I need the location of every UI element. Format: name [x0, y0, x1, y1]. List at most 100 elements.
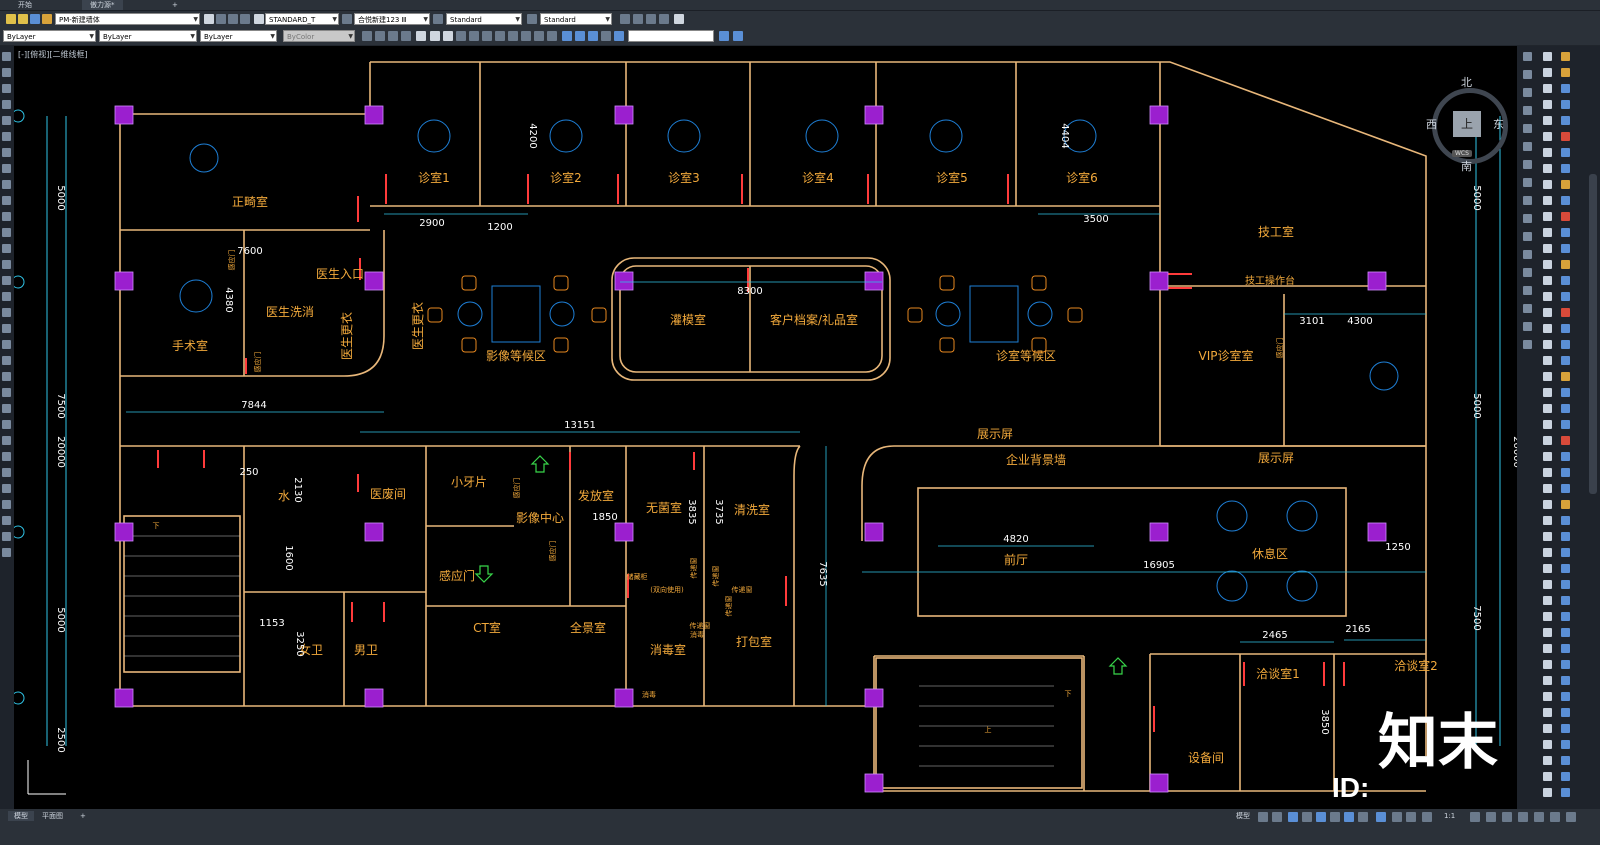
grid-icon[interactable] — [1258, 812, 1268, 822]
tool-icon[interactable] — [614, 31, 624, 41]
tool-icon[interactable] — [1561, 244, 1570, 253]
line-icon[interactable] — [2, 52, 11, 61]
text-icon[interactable] — [430, 31, 440, 41]
chamfer-icon[interactable] — [2, 484, 11, 493]
stretch-icon[interactable] — [2, 404, 11, 413]
tool-icon[interactable] — [1392, 812, 1402, 822]
tool-icon[interactable] — [1561, 596, 1570, 605]
tool-icon[interactable] — [674, 14, 684, 24]
tool-icon[interactable] — [1561, 788, 1570, 797]
tab-layout[interactable]: 平面图 — [42, 812, 63, 820]
mirror-icon[interactable] — [2, 308, 11, 317]
layer-prev-icon[interactable] — [240, 14, 250, 24]
tool-icon[interactable] — [1561, 676, 1570, 685]
dim-ordinate-icon[interactable] — [1523, 106, 1532, 115]
tool-icon[interactable] — [1406, 812, 1416, 822]
grid-icon[interactable] — [575, 31, 585, 41]
tool-icon[interactable] — [1561, 532, 1570, 541]
dim-aligned-icon[interactable] — [1523, 70, 1532, 79]
tool-icon[interactable] — [633, 14, 643, 24]
dim-quick-icon[interactable] — [1523, 178, 1532, 187]
tool-icon[interactable] — [1561, 516, 1570, 525]
tolerance-icon[interactable] — [1523, 232, 1532, 241]
osnap-icon[interactable] — [1316, 812, 1326, 822]
tool-icon[interactable] — [1543, 596, 1552, 605]
tool-icon[interactable] — [1543, 676, 1552, 685]
tool-icon[interactable] — [1543, 308, 1552, 317]
tool-icon[interactable] — [534, 31, 544, 41]
tool-icon[interactable] — [2, 548, 11, 557]
viewport-label[interactable]: [-][俯视][二维线框] — [18, 50, 88, 59]
tool-icon[interactable] — [1561, 484, 1570, 493]
tool-icon[interactable] — [1561, 644, 1570, 653]
tool-icon[interactable] — [1344, 812, 1354, 822]
polar-icon[interactable] — [1302, 812, 1312, 822]
tool-icon[interactable] — [1543, 436, 1552, 445]
gear-icon[interactable] — [1470, 812, 1480, 822]
tool-icon[interactable] — [1543, 532, 1552, 541]
tool-icon[interactable] — [1358, 812, 1368, 822]
tool-icon[interactable] — [1543, 356, 1552, 365]
tool-icon[interactable] — [1561, 148, 1570, 157]
insert-block-icon[interactable] — [2, 180, 11, 189]
tool-icon[interactable] — [1561, 84, 1570, 93]
add-layout-icon[interactable]: + — [80, 812, 86, 820]
tool-icon[interactable] — [1543, 196, 1552, 205]
compass-south[interactable]: 南 — [1461, 160, 1472, 173]
vertical-scrollbar[interactable] — [1589, 174, 1597, 494]
tool-icon[interactable] — [401, 31, 411, 41]
fillet-icon[interactable] — [2, 500, 11, 509]
lock-icon[interactable] — [30, 14, 40, 24]
explode-icon[interactable] — [2, 516, 11, 525]
tool-icon[interactable] — [1561, 692, 1570, 701]
color-combo[interactable]: ByLayer▼ — [3, 30, 96, 42]
copy-icon[interactable] — [2, 292, 11, 301]
tool-icon[interactable] — [1561, 52, 1570, 61]
blank-input[interactable] — [628, 30, 714, 42]
tool-icon[interactable] — [1561, 740, 1570, 749]
text-icon[interactable] — [443, 31, 453, 41]
annotation-scale[interactable]: 1:1 — [1444, 812, 1456, 820]
tool-icon[interactable] — [508, 31, 518, 41]
tool-icon[interactable] — [1561, 724, 1570, 733]
tool-icon[interactable] — [1561, 388, 1570, 397]
dim-linear-icon[interactable] — [1523, 52, 1532, 61]
tool-icon[interactable] — [1561, 372, 1570, 381]
grid-icon[interactable] — [562, 31, 572, 41]
tool-icon[interactable] — [547, 31, 557, 41]
text-style-combo[interactable]: STANDARD_T▼ — [265, 13, 339, 25]
tool-icon[interactable] — [1543, 484, 1552, 493]
tool-icon[interactable] — [1550, 812, 1560, 822]
tool-icon[interactable] — [482, 31, 492, 41]
tool-icon[interactable] — [495, 31, 505, 41]
tool-icon[interactable] — [1561, 436, 1570, 445]
drawing-canvas[interactable]: [-][俯视][二维线框] — [14, 46, 1517, 809]
dim-style-icon[interactable] — [342, 14, 352, 24]
tool-icon[interactable] — [1561, 100, 1570, 109]
table-icon[interactable] — [2, 244, 11, 253]
tool-icon[interactable] — [1561, 580, 1570, 589]
tool-icon[interactable] — [1543, 708, 1552, 717]
extend-icon[interactable] — [2, 436, 11, 445]
tool-icon[interactable] — [1561, 356, 1570, 365]
spline-icon[interactable] — [2, 148, 11, 157]
ellipse-icon[interactable] — [2, 164, 11, 173]
tool-icon[interactable] — [601, 31, 611, 41]
tool-icon[interactable] — [1561, 708, 1570, 717]
join-icon[interactable] — [2, 468, 11, 477]
mleader-style-icon[interactable] — [527, 14, 537, 24]
tool-icon[interactable] — [1543, 132, 1552, 141]
tool-icon[interactable] — [1561, 628, 1570, 637]
circle-icon[interactable] — [2, 132, 11, 141]
tool-icon[interactable] — [1543, 660, 1552, 669]
tool-icon[interactable] — [1502, 812, 1512, 822]
table-style-combo[interactable]: Standard▼ — [446, 13, 522, 25]
tab-drawing[interactable]: 傲力源* — [82, 0, 123, 10]
tool-icon[interactable] — [1561, 276, 1570, 285]
tool-icon[interactable] — [1534, 812, 1544, 822]
tool-icon[interactable] — [1561, 612, 1570, 621]
tool-icon[interactable] — [1330, 812, 1340, 822]
compass-east[interactable]: 东 — [1493, 118, 1504, 131]
dim-style-combo[interactable]: 合悦新建123 Ⅲ▼ — [354, 13, 430, 25]
tab-model[interactable]: 模型 — [8, 811, 34, 821]
